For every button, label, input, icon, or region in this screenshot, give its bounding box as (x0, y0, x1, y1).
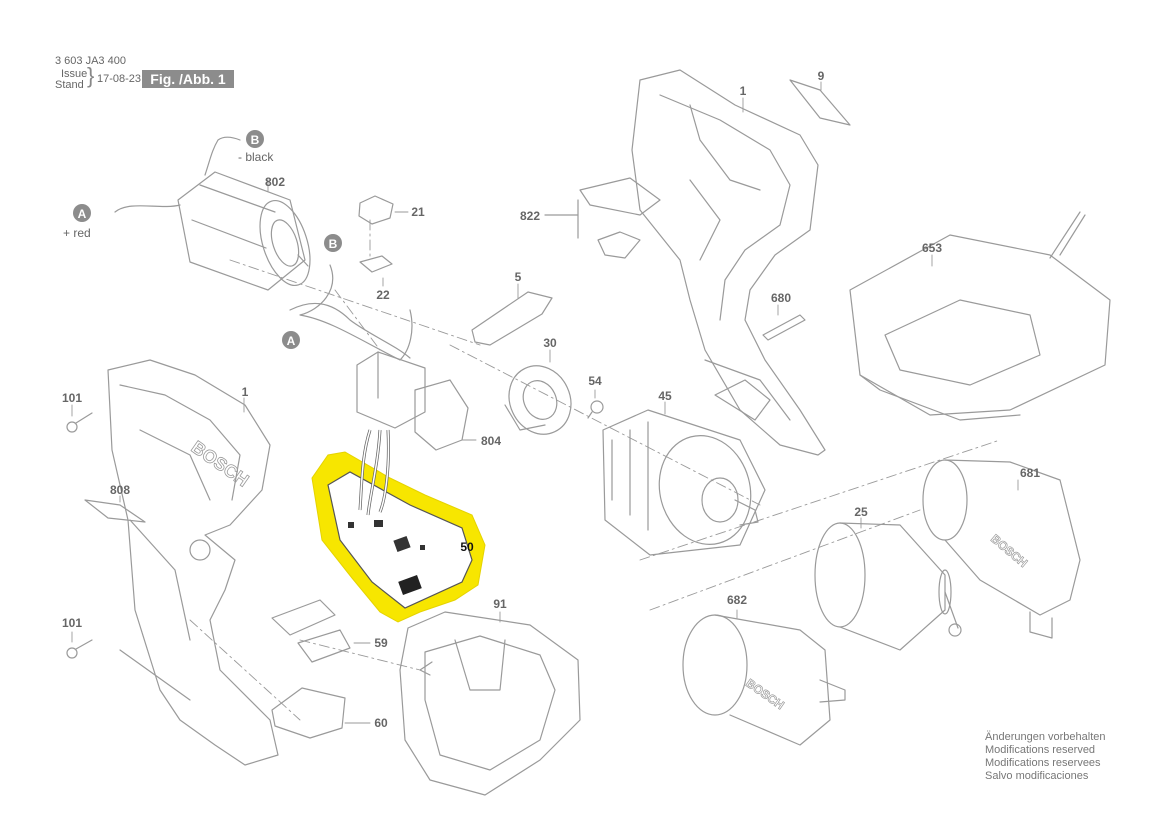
note-en: Modifications reserved (985, 744, 1096, 756)
terminal-b-mid-letter: B (329, 237, 338, 251)
chuck-25 (814, 522, 962, 651)
gearbox-45 (602, 409, 766, 556)
callout-59: 59 (374, 636, 388, 650)
charger-653 (849, 211, 1111, 421)
callout-681: 681 (1020, 466, 1040, 480)
doc-number: 3 603 JA3 400 (55, 55, 126, 67)
callout-50: 50 (460, 540, 474, 554)
callout-9: 9 (818, 69, 825, 83)
note-de: Änderungen vorbehalten (985, 731, 1106, 743)
pcb-50-highlight (311, 429, 486, 623)
housing-half-left (107, 359, 279, 766)
housing-half-right (631, 69, 826, 456)
issue-date: 17-08-23 (97, 73, 142, 85)
callout-30: 30 (543, 336, 557, 350)
terminal-b-top: B (246, 130, 264, 148)
bit-680 (762, 314, 806, 341)
callout-45: 45 (658, 389, 672, 403)
part-59 (271, 599, 351, 663)
callout-91: 91 (493, 597, 507, 611)
part-822 (544, 177, 661, 259)
terminal-b-top-letter: B (251, 133, 260, 147)
motor-802 (114, 136, 311, 291)
callout-653: 653 (922, 241, 942, 255)
terminal-a-mid: A (282, 331, 300, 349)
label-9 (789, 79, 851, 126)
figure-badge: Fig. /Abb. 1 (142, 70, 234, 88)
brand-mark-attachment: BOSCH (743, 676, 787, 712)
callout-21: 21 (411, 205, 425, 219)
part-22 (359, 255, 393, 273)
callout-54: 54 (588, 374, 602, 388)
terminal-a-left-letter: A (78, 207, 87, 221)
wire-terminals: B A B A (73, 130, 342, 349)
part-21 (358, 195, 394, 225)
callout-804: 804 (481, 434, 501, 448)
label-808 (84, 499, 146, 523)
screw-54 (587, 400, 604, 419)
callout-60: 60 (374, 716, 388, 730)
part-60 (271, 687, 346, 739)
callout-680: 680 (771, 291, 791, 305)
screw-101-top (66, 412, 93, 433)
screw-101-bottom (66, 639, 93, 659)
callout-22: 22 (376, 288, 390, 302)
a-wire-note: + red (63, 226, 91, 240)
attachment-682 (682, 614, 846, 746)
brand-mark-housing: BOSCH (188, 437, 253, 491)
note-fr: Modifications reservees (985, 757, 1101, 769)
callout-101-bottom: 101 (62, 616, 82, 630)
note-es: Salvo modificaciones (985, 770, 1089, 782)
callout-25: 25 (854, 505, 868, 519)
terminal-b-mid: B (324, 234, 342, 252)
stand-label: Stand (55, 79, 84, 91)
terminal-a-mid-letter: A (287, 334, 296, 348)
callout-802: 802 (265, 175, 285, 189)
issue-label: Issue (61, 68, 88, 80)
brace-glyph: } (87, 63, 95, 88)
callout-1-left: 1 (242, 385, 249, 399)
callout-1-right: 1 (740, 84, 747, 98)
terminal-a-left: A (73, 204, 91, 222)
b-wire-note: - black (238, 150, 274, 164)
callout-822: 822 (520, 209, 540, 223)
callout-101-top: 101 (62, 391, 82, 405)
callout-682: 682 (727, 593, 747, 607)
modification-notes: Änderungen vorbehalten Modifications res… (985, 731, 1105, 783)
callout-808: 808 (110, 483, 130, 497)
switch-804 (356, 351, 469, 451)
brand-mark-angle-head: BOSCH (988, 532, 1030, 571)
assembly-axes (189, 219, 1001, 721)
battery-91 (399, 611, 581, 796)
wire-b (299, 264, 413, 361)
part-30 (504, 365, 572, 435)
leader-lines (71, 81, 1019, 724)
part-5 (471, 291, 553, 346)
angle-head-681 (922, 459, 1081, 639)
wire-a (289, 302, 411, 359)
callout-5: 5 (515, 270, 522, 284)
